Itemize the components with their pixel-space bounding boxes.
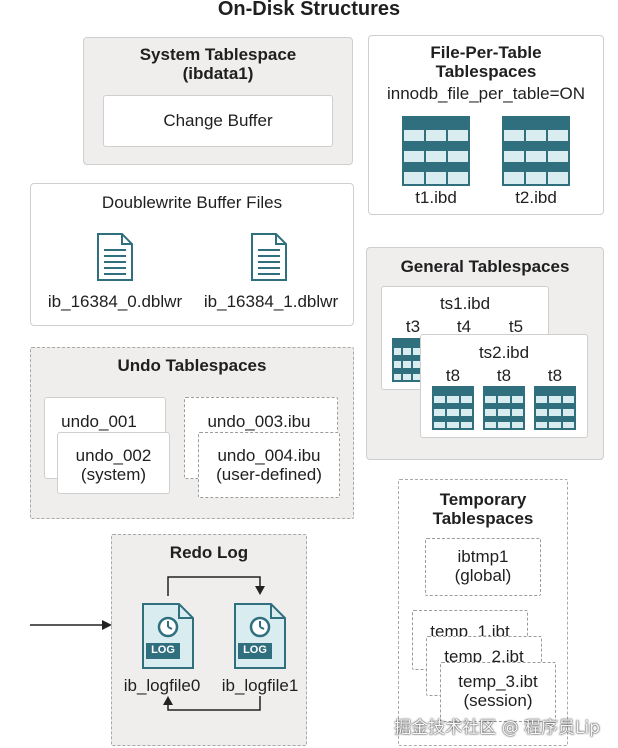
doublewrite-panel [30,183,354,326]
undo-004-sublabel: (user-defined) [216,465,322,484]
temporary-tablespaces-title: Temporary [439,490,527,509]
watermark-text: 掘金技术社区 @ 程序员Lip [394,718,600,738]
logfile1-icon [234,603,286,669]
doublewrite-title: Doublewrite Buffer Files [101,193,283,212]
system-tablespace-title: System Tablespace [139,45,297,64]
t1-file-label: t1.ibd [415,188,457,207]
ts2-table-1-label: t8 [445,366,461,385]
temp-2-label: temp_2.ibt [444,647,524,666]
temporary-tablespaces-subtitle: Tablespaces [432,509,534,528]
doublewrite-file-0-label: ib_16384_0.dblwr [47,292,183,311]
ts2-table-3-label: t8 [547,366,563,385]
logfile1-label: ib_logfile1 [221,676,299,695]
ibtmp1-box [425,538,541,596]
ts2-file-label: ts2.ibd [478,343,530,362]
doublewrite-file-1-label: ib_16384_1.dblwr [203,292,339,311]
t1-table-icon [402,116,470,186]
undo-002-box [57,432,170,494]
doublewrite-file-1-icon [251,233,287,281]
logfile0-icon [142,603,194,669]
ts1-table-t5: t5 [508,317,524,336]
file-per-table-title: File-Per-Table [430,43,542,62]
change-buffer-box: Change Buffer [103,95,333,147]
diagram-title: On-Disk Structures [217,0,401,20]
undo-002-sublabel: (system) [80,465,147,484]
ibtmp1-label: ibtmp1 [457,547,509,566]
ts1-table-t4: t4 [456,317,472,336]
ts2-table-3-icon [534,386,576,430]
ts1-file-label: ts1.ibd [439,294,491,313]
ts1-table-icon [392,338,422,382]
temp-3-box [440,662,556,722]
ts2-table-2-label: t8 [496,366,512,385]
undo-004-box [198,432,340,498]
logfile0-label: ib_logfile0 [123,676,201,695]
undo-tablespaces-title: Undo Tablespaces [117,356,267,375]
t2-table-icon [502,116,570,186]
undo-001-label: undo_001 [61,412,137,431]
redo-flow-arrows [30,576,265,711]
temp-3-sublabel: (session) [463,691,533,710]
undo-002-label: undo_002 [75,446,152,465]
file-per-table-setting: innodb_file_per_table=ON [386,84,585,103]
undo-003-label: undo_003.ibu [207,412,311,431]
doublewrite-file-0-icon [97,233,133,281]
t2-file-label: t2.ibd [515,188,557,207]
ts2-table-1-icon [432,386,474,430]
general-tablespaces-title: General Tablespaces [400,257,570,276]
logfile0-icon-label: LOG [151,644,175,656]
ts1-table-t3: t3 [405,317,421,336]
undo-004-label: undo_004.ibu [217,446,321,465]
system-tablespace-subtitle: (ibdata1) [182,64,254,83]
ts2-table-2-icon [483,386,525,430]
logfile1-icon-label: LOG [243,644,267,656]
redo-log-title: Redo Log [169,543,249,562]
file-per-table-subtitle: Tablespaces [435,62,537,81]
change-buffer-label: Change Buffer [163,111,273,130]
ibtmp1-sublabel: (global) [454,566,512,585]
temp-3-label: temp_3.ibt [458,672,538,691]
